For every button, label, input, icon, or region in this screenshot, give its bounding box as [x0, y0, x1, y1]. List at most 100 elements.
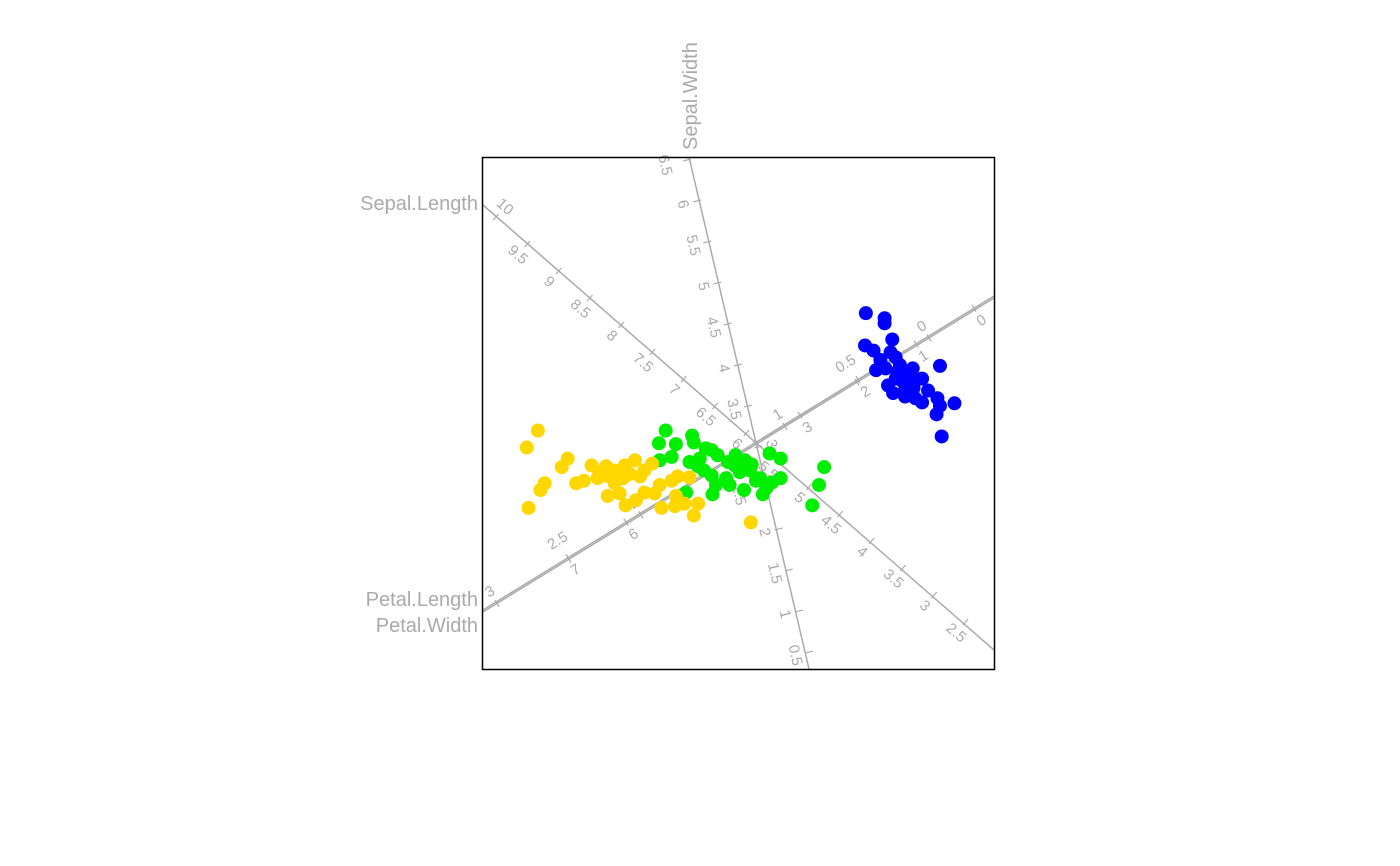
- axis-tick-sepal-length: [618, 321, 625, 329]
- axis-tick-sepal-length: [586, 294, 593, 302]
- axis-tick-petal-length: [913, 340, 919, 348]
- point-setosa: [885, 332, 900, 347]
- axis-tick-sepal-width: [774, 527, 783, 531]
- point-setosa: [915, 371, 930, 386]
- tick-label-petal-length: 2: [858, 382, 874, 401]
- point-versicolor: [668, 437, 683, 452]
- axis-tick-sepal-length: [492, 213, 500, 221]
- axis-tick-sepal-width: [805, 650, 814, 654]
- point-setosa: [890, 364, 905, 379]
- point-versicolor: [737, 483, 752, 498]
- axis-tick-sepal-length: [743, 429, 750, 437]
- point-setosa: [947, 396, 962, 411]
- tick-label-sepal-width: 5: [694, 280, 712, 292]
- point-versicolor: [743, 463, 758, 478]
- tick-label-sepal-width: 2: [755, 526, 773, 538]
- tick-label-sepal-width: 4.5: [703, 315, 724, 339]
- point-virginica: [530, 423, 545, 438]
- tick-label-sepal-length: 4: [853, 543, 870, 561]
- tick-label-sepal-width: 1: [776, 608, 794, 620]
- tick-label-sepal-width: 6.5: [654, 153, 675, 177]
- axis-tick-petal-width: [494, 599, 500, 608]
- axis-title-sepal-length: Sepal.Length: [360, 193, 478, 215]
- axis-tick-sepal-width: [713, 281, 722, 285]
- axis-tick-sepal-length: [899, 564, 906, 572]
- point-versicolor: [805, 498, 820, 513]
- point-setosa: [934, 429, 949, 444]
- tick-label-petal-length: 1: [916, 347, 932, 366]
- point-virginica: [600, 488, 615, 503]
- tick-label-sepal-width: 1.5: [764, 561, 785, 585]
- axis-title-petal-width: Petal.Width: [376, 615, 478, 637]
- point-virginica: [521, 500, 536, 515]
- axis-titles: Sepal.Length Sepal.Width Petal.Length Pe…: [360, 42, 702, 637]
- axis-tick-petal-width: [566, 555, 572, 563]
- axis-tick-sepal-width: [743, 404, 753, 408]
- axis-tick-sepal-length: [931, 591, 938, 599]
- point-versicolor: [691, 459, 706, 474]
- point-virginica: [533, 483, 548, 498]
- point-versicolor: [759, 481, 774, 496]
- point-virginica: [743, 515, 758, 530]
- axis-line-sepal-width: [688, 156, 810, 670]
- tick-label-petal-width: 2.5: [544, 528, 571, 553]
- axis-tick-petal-length: [797, 411, 803, 419]
- axis-tick-sepal-width: [723, 322, 732, 326]
- point-virginica: [622, 466, 637, 481]
- point-setosa: [877, 316, 892, 331]
- axis-tick-sepal-length: [649, 348, 656, 356]
- biplot-axes: 2.533.544.555.566.577.588.599.5100.511.5…: [482, 153, 995, 670]
- data-points: [519, 306, 962, 530]
- tick-label-sepal-length: 9.5: [504, 242, 531, 269]
- point-versicolor: [686, 435, 701, 450]
- point-virginica: [652, 477, 667, 492]
- axis-tick-sepal-length: [680, 375, 687, 383]
- axis-tick-petal-width: [926, 334, 932, 342]
- point-setosa: [903, 378, 918, 393]
- point-virginica: [607, 476, 622, 491]
- axis-title-petal-length: Petal.Length: [366, 589, 478, 611]
- axis-tick-petal-width: [782, 422, 788, 431]
- point-setosa: [932, 358, 947, 373]
- axis-tick-sepal-width: [733, 363, 742, 367]
- point-virginica: [592, 465, 607, 480]
- axis-tick-sepal-length: [868, 537, 875, 545]
- axis-tick-petal-width: [638, 511, 644, 519]
- tick-label-sepal-width: 3.5: [723, 397, 744, 421]
- tick-label-sepal-width: 6: [674, 198, 692, 210]
- axis-tick-sepal-width: [754, 445, 763, 449]
- axis-tick-sepal-width: [794, 609, 804, 613]
- tick-label-sepal-width: 0.5: [784, 643, 805, 667]
- point-versicolor: [705, 487, 720, 502]
- tick-label-petal-width: 3: [482, 582, 498, 601]
- plot-frame: [481, 156, 996, 671]
- point-virginica: [686, 508, 701, 523]
- tick-label-sepal-length: 2.5: [943, 620, 970, 647]
- point-virginica: [554, 460, 569, 475]
- axis-tick-sepal-length: [712, 402, 719, 410]
- point-virginica: [519, 440, 534, 455]
- tick-label-petal-width: 0.5: [832, 351, 859, 376]
- axis-tick-sepal-length: [555, 267, 562, 275]
- point-versicolor: [773, 471, 788, 486]
- point-virginica: [682, 470, 697, 485]
- tick-label-sepal-width: 4: [714, 362, 732, 374]
- point-setosa: [886, 386, 901, 401]
- point-virginica: [691, 496, 706, 511]
- point-virginica: [637, 463, 652, 478]
- tick-label-sepal-length: 3: [916, 597, 933, 615]
- tick-label-petal-width: 0: [914, 317, 930, 336]
- tick-label-sepal-length: 7.5: [630, 350, 657, 377]
- tick-label-petal-length: 6: [626, 525, 642, 544]
- axis-tick-sepal-width: [692, 199, 702, 203]
- axis-tick-sepal-length: [962, 618, 969, 626]
- point-versicolor: [773, 451, 788, 466]
- tick-label-sepal-width: 3: [762, 438, 780, 450]
- point-virginica: [637, 485, 652, 500]
- tick-label-petal-width: 1: [770, 405, 786, 424]
- point-versicolor: [710, 448, 725, 463]
- axis-tick-sepal-width: [703, 240, 712, 244]
- point-virginica: [627, 453, 642, 468]
- tick-label-sepal-length: 7: [666, 381, 683, 399]
